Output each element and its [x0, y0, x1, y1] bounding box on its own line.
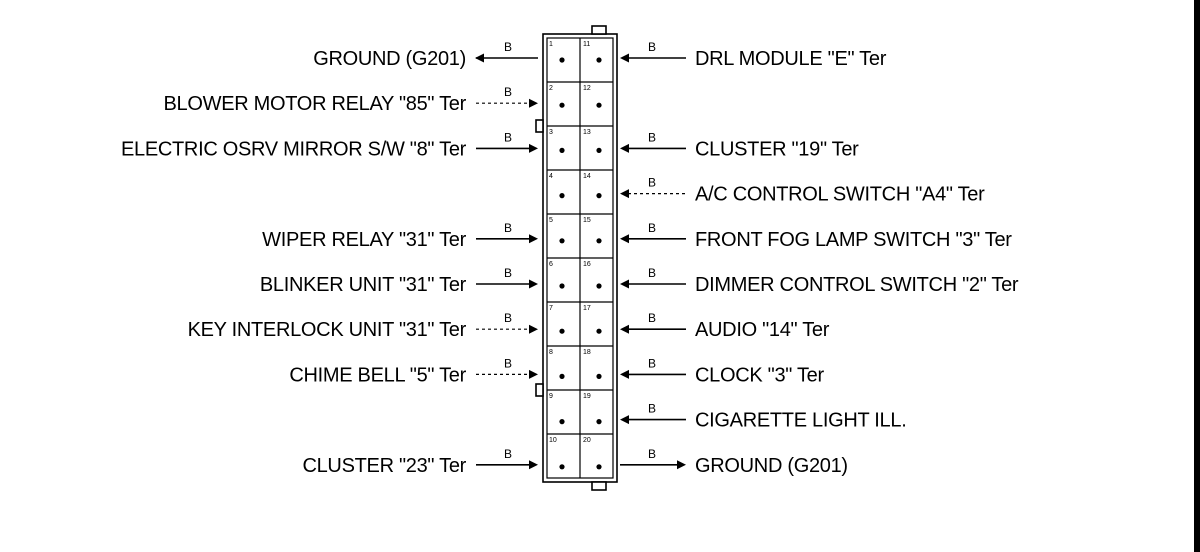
right-terminal-label: CLUSTER "19" Ter	[695, 138, 859, 160]
left-terminal-label: CHIME BELL "5" Ter	[289, 364, 466, 386]
pin-terminal	[596, 419, 602, 425]
wire-color-code: B	[648, 221, 656, 235]
pin-terminal	[559, 193, 565, 199]
wire-color-code: B	[648, 266, 656, 280]
arrow-to-connector-icon	[620, 53, 629, 63]
arrow-to-connector-icon	[529, 234, 538, 244]
connector-top-tab	[591, 25, 607, 35]
pin-number: 12	[583, 85, 591, 92]
pin-terminal	[559, 238, 565, 244]
pin-terminal	[559, 102, 565, 108]
arrow-to-connector-icon	[620, 369, 629, 379]
pin-number: 6	[549, 261, 553, 268]
pin-number: 7	[549, 305, 553, 312]
arrow-to-connector-icon	[620, 415, 629, 425]
right-terminal-label: CLOCK "3" Ter	[695, 364, 825, 386]
pin-terminal	[559, 419, 565, 425]
pin-terminal	[559, 283, 565, 289]
pin-number: 11	[583, 41, 590, 48]
pin-number: 18	[583, 349, 591, 356]
arrow-to-connector-icon	[529, 324, 538, 334]
arrow-to-connector-icon	[529, 460, 538, 470]
wire-color-code: B	[504, 311, 512, 325]
pin-number: 3	[549, 129, 553, 136]
wire-color-code: B	[648, 402, 656, 416]
pin-number: 8	[549, 349, 553, 356]
arrow-to-connector-icon	[529, 369, 538, 379]
wire-color-code: B	[504, 130, 512, 144]
pin-number: 9	[549, 393, 553, 400]
left-terminal-label: BLINKER UNIT "31" Ter	[260, 274, 467, 296]
pin-terminal	[559, 147, 565, 153]
wire-color-code: B	[648, 311, 656, 325]
pin-terminal	[596, 238, 602, 244]
left-terminal-label: KEY INTERLOCK UNIT "31" Ter	[188, 319, 467, 341]
pin-number: 15	[583, 217, 591, 224]
pin-number: 17	[583, 305, 591, 312]
right-terminal-label: CIGARETTE LIGHT ILL.	[695, 410, 906, 432]
arrow-from-connector-icon	[677, 460, 686, 470]
pin-number: 14	[583, 173, 591, 180]
wire-group: B GROUND (G201) B BLOWER MOTOR RELAY "85" T…	[121, 40, 1019, 477]
left-terminal-label: BLOWER MOTOR RELAY "85" Ter	[164, 93, 467, 115]
pin-number: 16	[583, 261, 591, 268]
pin-number: 2	[549, 85, 553, 92]
pin-terminal	[596, 193, 602, 199]
wire-color-code: B	[648, 40, 656, 54]
left-terminal-label: ELECTRIC OSRV MIRROR S/W "8" Ter	[121, 138, 467, 160]
arrow-to-connector-icon	[529, 143, 538, 153]
pin-number: 19	[583, 393, 591, 400]
arrow-to-connector-icon	[620, 189, 629, 199]
pin-terminal	[596, 328, 602, 334]
pin-terminal	[559, 328, 565, 334]
pin-terminal	[559, 373, 565, 379]
pin-terminal	[596, 283, 602, 289]
connector-side-latch	[535, 383, 544, 397]
pin-terminal	[596, 57, 602, 63]
wire-color-code: B	[504, 266, 512, 280]
left-terminal-label: GROUND (G201)	[313, 48, 466, 70]
pin-terminal	[596, 147, 602, 153]
connector-bottom-tab	[591, 481, 607, 491]
right-terminal-label: DRL MODULE "E" Ter	[695, 48, 887, 70]
wire-color-code: B	[648, 130, 656, 144]
pin-number: 5	[549, 217, 553, 224]
pin-number: 13	[583, 129, 591, 136]
pin-terminal	[559, 464, 565, 470]
pin-number: 20	[583, 437, 591, 444]
right-terminal-label: DIMMER CONTROL SWITCH "2" Ter	[695, 274, 1019, 296]
wire-color-code: B	[504, 85, 512, 99]
pin-number: 10	[549, 437, 557, 444]
pin-number: 1	[549, 41, 553, 48]
wire-color-code: B	[648, 447, 656, 461]
wire-color-code: B	[648, 176, 656, 190]
wire-color-code: B	[504, 356, 512, 370]
arrow-to-connector-icon	[620, 324, 629, 334]
arrow-to-connector-icon	[529, 98, 538, 108]
pin-terminal	[596, 464, 602, 470]
arrow-to-connector-icon	[620, 143, 629, 153]
arrow-from-connector-icon	[475, 53, 484, 63]
wire-color-code: B	[648, 356, 656, 370]
wire-color-code: B	[504, 40, 512, 54]
scan-edge-border	[1194, 0, 1200, 552]
wire-color-code: B	[504, 447, 512, 461]
right-terminal-label: AUDIO "14" Ter	[695, 319, 830, 341]
arrow-to-connector-icon	[620, 279, 629, 289]
right-terminal-label: FRONT FOG LAMP SWITCH "3" Ter	[695, 229, 1012, 251]
right-terminal-label: GROUND (G201)	[695, 455, 848, 477]
connector-side-latch	[535, 119, 544, 133]
pin-terminal	[559, 57, 565, 63]
pin-terminal	[596, 373, 602, 379]
arrow-to-connector-icon	[620, 234, 629, 244]
wire-color-code: B	[504, 221, 512, 235]
left-terminal-label: CLUSTER "23" Ter	[302, 455, 466, 477]
pin-terminal	[596, 102, 602, 108]
right-terminal-label: A/C CONTROL SWITCH "A4" Ter	[695, 184, 985, 206]
arrow-to-connector-icon	[529, 279, 538, 289]
pin-number: 4	[549, 173, 553, 180]
left-terminal-label: WIPER RELAY "31" Ter	[262, 229, 466, 251]
